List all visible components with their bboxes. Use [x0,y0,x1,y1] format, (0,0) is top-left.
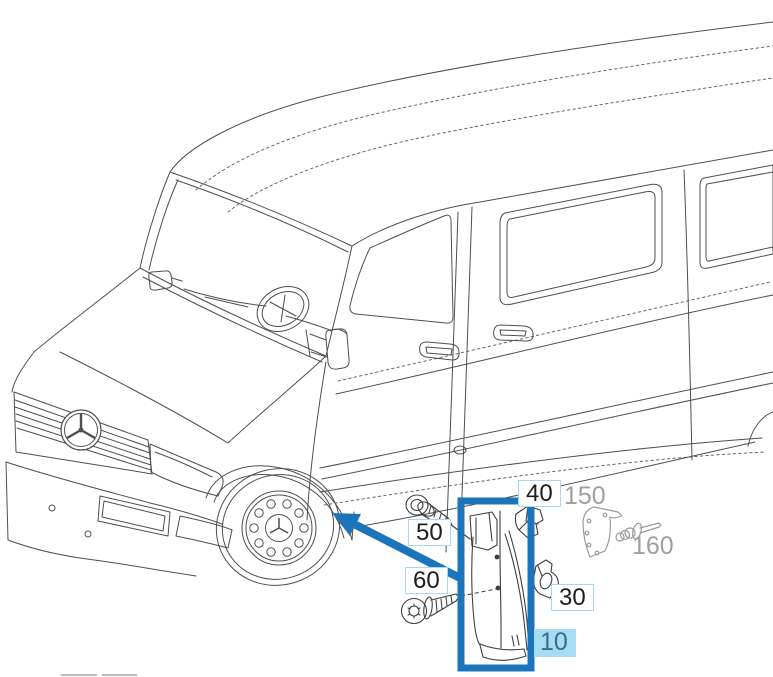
front-bumper [5,461,233,577]
front-wheel [205,465,355,586]
sliding-door-handle [493,324,534,342]
part-160-rivet-drawing[interactable] [615,522,662,542]
rear-quarter-window [699,164,773,269]
mercedes-star-emblem [60,409,102,451]
callout-10-selected[interactable]: 10 [534,629,576,657]
callout-160[interactable]: 160 [632,532,674,560]
windshield [139,171,353,363]
side-mirror [305,328,350,370]
callout-30[interactable]: 30 [551,584,594,611]
steering-wheel [256,286,310,332]
callout-40[interactable]: 40 [518,480,561,507]
callout-50[interactable]: 50 [408,519,451,546]
front-door-window [349,214,454,324]
callout-150[interactable]: 150 [564,482,606,510]
selection-rectangle [457,497,535,672]
bottom-edge-element-1[interactable] [61,674,97,676]
front-door-handle [419,341,460,361]
vehicle-illustration [5,21,773,586]
hood [11,267,327,444]
callout-60[interactable]: 60 [405,567,448,594]
location-arrow-head [332,513,361,536]
part-60-screw-drawing[interactable] [400,588,497,625]
part-150-bracket-drawing[interactable] [582,506,623,558]
sliding-door-window [499,183,663,306]
body-side-lines [306,281,773,529]
bottom-edge-element-2[interactable] [102,674,137,676]
part-10-pillar-trim-drawing[interactable] [469,510,529,661]
far-side-mirror [148,270,183,291]
roof-lines [169,21,773,253]
headlight [149,443,224,497]
